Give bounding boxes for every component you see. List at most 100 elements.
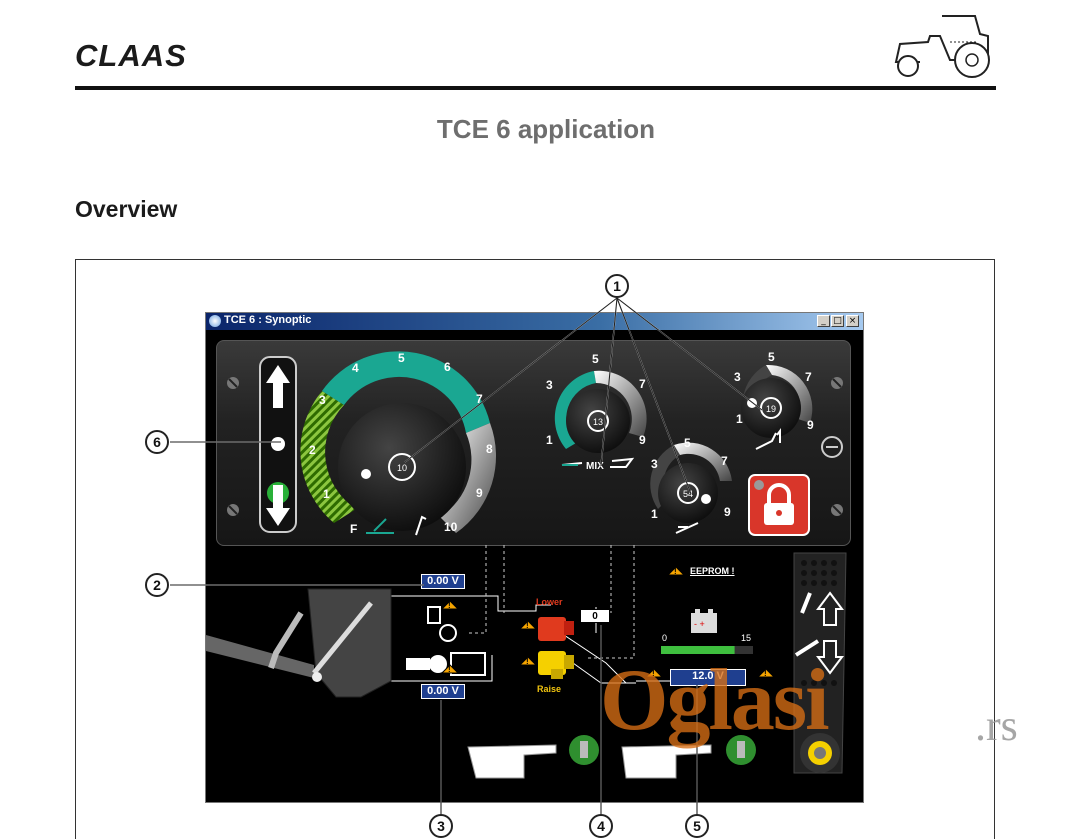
maximize-button[interactable]: □ (831, 315, 844, 327)
auto-mode-icon (821, 436, 843, 458)
dial-tick-label: 7 (721, 454, 728, 468)
dial-tick-label: 3 (651, 457, 658, 471)
dial-tick-label: 7 (805, 370, 812, 384)
svg-text:!: ! (448, 601, 451, 610)
dashed-wiring (466, 545, 635, 659)
svg-text:!: ! (448, 665, 451, 674)
mix-label: MIX (586, 461, 604, 472)
battery-min-label: 0 (662, 633, 667, 643)
dial-tick-label: 3 (734, 370, 741, 384)
voltage-display-bottom: 0.00 V (421, 684, 465, 699)
figure-frame (75, 259, 995, 839)
mix-icon (561, 457, 635, 468)
dial-tick-label: 1 (546, 433, 553, 447)
callout-2: 2 (145, 573, 169, 597)
mix-dial[interactable] (554, 370, 647, 453)
top-right-dial-ticks: 1 3 5 7 9 (734, 350, 814, 432)
synoptic-window: TCE 6 : Synoptic _ □ × (205, 312, 864, 803)
mix-dial-ticks: 1 3 5 7 9 MIX (546, 352, 646, 472)
dial-tick-label: 9 (807, 418, 814, 432)
up-arrow-icon (816, 591, 844, 626)
mix-dial-value: 13 (593, 417, 603, 427)
warning-marks: !!!!!!! (448, 567, 767, 678)
dial-side-label: F (350, 522, 357, 536)
slip-dial[interactable] (650, 442, 732, 523)
lever-icon (415, 515, 427, 536)
minimize-button[interactable]: _ (817, 315, 830, 327)
hand-pointer-icon (621, 744, 712, 779)
warning-icon (440, 664, 460, 674)
window-title: TCE 6 : Synoptic (224, 314, 312, 326)
screw-icon (831, 377, 843, 389)
dial-tick-label: 7 (476, 392, 483, 406)
dial-tick-label: 9 (724, 505, 731, 519)
warning-icon (518, 620, 538, 630)
dial-tick-label: 5 (398, 351, 405, 365)
close-button[interactable]: × (846, 315, 859, 327)
dial-tick-label: 5 (768, 350, 775, 364)
position-sensor-icon (427, 606, 457, 642)
down-arrow-icon[interactable] (266, 485, 290, 526)
counter-display: 0 (580, 609, 610, 623)
svg-text:!: ! (526, 657, 529, 666)
battery-icon: - + (691, 609, 717, 633)
svg-text:!: ! (652, 669, 655, 678)
hitch-sensor-graphic (206, 588, 392, 698)
main-dial[interactable] (300, 351, 504, 533)
claas-logo: CLAAS (75, 38, 187, 73)
lower-label: Lower (536, 597, 563, 607)
wheel-slip-icon (675, 522, 699, 534)
pedal-panel (793, 552, 847, 774)
section-heading: Overview (75, 196, 178, 222)
top-right-dial[interactable] (741, 364, 813, 438)
hitch-raise-icon (755, 428, 781, 450)
screw-icon (831, 504, 843, 516)
dial-tick-label: 5 (592, 352, 599, 366)
lower-solenoid-icon[interactable] (538, 617, 574, 641)
main-dial-value: 10 (397, 463, 407, 473)
pedal-icon (366, 518, 394, 534)
watermark: Oglasi (600, 652, 830, 749)
callout-3: 3 (429, 814, 453, 838)
callout-1: 1 (605, 274, 629, 298)
ignition-key-icon (406, 652, 486, 676)
dial-tick-label: 3 (546, 378, 553, 392)
up-arrow-icon[interactable] (266, 365, 290, 408)
synoptic-drawing: 10 1 2 3 4 5 6 7 8 9 10 F 13 1 3 5 7 (206, 350, 847, 779)
dial-tick-label: 1 (736, 412, 743, 426)
dial-tick-label: 6 (444, 360, 451, 374)
raise-label: Raise (537, 684, 562, 694)
raise-solenoid-icon[interactable] (538, 651, 574, 679)
dial-tick-label: 10 (444, 520, 458, 534)
padlock-icon (767, 483, 791, 503)
dial-tick-label: 7 (639, 377, 646, 391)
svg-text:- +: - + (694, 619, 705, 629)
eeprom-warning: EEPROM ! (690, 566, 735, 576)
dial-tick-label: 2 (309, 443, 316, 457)
dial-tick-label: 9 (476, 486, 483, 500)
dial-tick-label: 5 (684, 436, 691, 450)
warning-icon (440, 600, 460, 610)
svg-text:!: ! (674, 567, 677, 576)
external-lower-button[interactable] (726, 735, 756, 765)
top-right-dial-value: 19 (766, 404, 776, 414)
hand-pointer-icon (467, 744, 557, 779)
dial-tick-label: 1 (323, 487, 330, 501)
lock-button[interactable] (748, 474, 810, 536)
voltage-display-right: 12.0 V (670, 669, 746, 686)
warning-icons (440, 566, 776, 678)
emergency-stop-button[interactable] (800, 733, 840, 773)
battery-gauge-fill (661, 646, 735, 654)
svg-text:!: ! (764, 669, 767, 678)
callout-5: 5 (685, 814, 709, 838)
app-icon (209, 315, 221, 327)
down-arrow-icon (816, 640, 844, 675)
dial-tick-label: 4 (352, 361, 359, 375)
external-raise-button[interactable] (569, 735, 599, 765)
header-rule (75, 86, 996, 90)
raise-lower-switch[interactable] (259, 356, 297, 533)
warning-icon (756, 668, 776, 678)
window-titlebar[interactable]: TCE 6 : Synoptic _ □ × (206, 313, 863, 330)
slip-dial-ticks: 1 3 5 7 9 (651, 436, 731, 521)
